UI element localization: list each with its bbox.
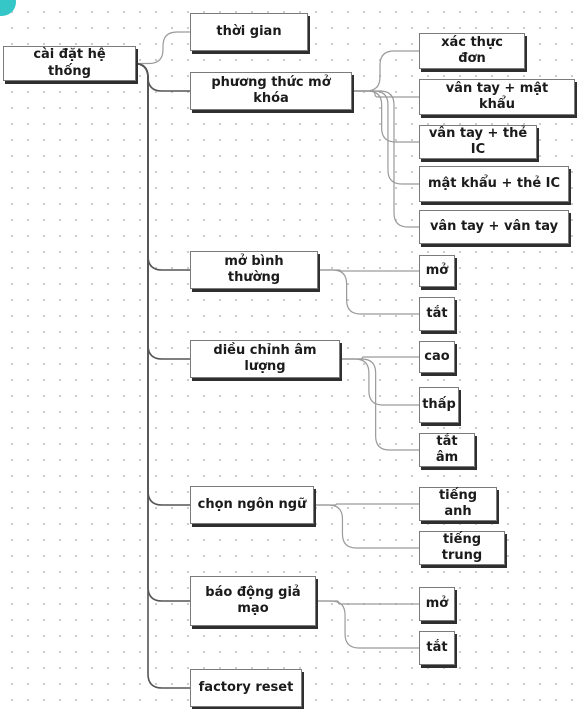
leaf-node-mat-khau-the-ic[interactable]: mật khẩu + thẻ IC (419, 166, 569, 202)
root-to-branch-connector (133, 62, 191, 689)
branch-to-leaf-connector (313, 503, 420, 506)
leaf-node-tat-bao-dong[interactable]: tắt (419, 631, 455, 665)
leaf-node-thap[interactable]: thấp (419, 387, 459, 423)
branch-node-mo-binh-thuong[interactable]: mở bình thường (190, 251, 318, 289)
leaf-node-tieng-anh[interactable]: tiếng anh (419, 487, 497, 521)
branch-node-phuong-thuc-mo-khoa[interactable]: phương thức mở khóa (190, 72, 352, 110)
root-to-branch-connector (133, 62, 191, 506)
branch-to-leaf-connector (315, 600, 420, 649)
branch-node-chon-ngon-ngu[interactable]: chọn ngôn ngữ (190, 486, 314, 524)
branch-to-leaf-connector (339, 358, 420, 406)
branch-node-dieu-chinh-am-luong[interactable]: diều chỉnh âm lượng (190, 340, 340, 378)
branch-to-leaf-connector (351, 90, 420, 143)
branch-to-leaf-connector (313, 504, 420, 549)
root-to-branch-connector (133, 62, 191, 360)
leaf-node-mo-bao-dong[interactable]: mở (419, 587, 455, 621)
root-to-branch-connector (133, 62, 191, 92)
leaf-node-tat[interactable]: tắt (419, 297, 455, 331)
root-to-branch-connector (133, 62, 191, 271)
leaf-node-tieng-trung[interactable]: tiếng trung (419, 531, 505, 565)
leaf-node-van-tay-van-tay[interactable]: vân tay + vân tay (419, 210, 569, 244)
branch-node-factory-reset[interactable]: factory reset (190, 669, 302, 707)
leaf-node-xac-thuc-don[interactable]: xác thực đơn (419, 33, 525, 69)
branch-node-bao-dong-gia-mao[interactable]: báo động giả mạo (190, 576, 316, 626)
leaf-node-mo[interactable]: mở (419, 255, 455, 287)
branch-to-leaf-connector (339, 358, 420, 451)
leaf-node-van-tay-the-ic[interactable]: vân tay + thẻ IC (419, 125, 537, 159)
branch-to-leaf-connector (351, 90, 420, 185)
branch-to-leaf-connector (351, 50, 420, 92)
leaf-node-cao[interactable]: cao (419, 341, 455, 373)
branch-to-leaf-connector (351, 90, 420, 228)
root-node[interactable]: cài đặt hệ thống (3, 46, 136, 81)
branch-to-leaf-connector (317, 269, 420, 315)
leaf-node-van-tay-mat-khau[interactable]: vân tay + mật khẩu (419, 79, 575, 115)
root-to-branch-connector (135, 31, 191, 65)
branch-node-thoi-gian[interactable]: thời gian (190, 13, 308, 51)
root-to-branch-connector (133, 62, 191, 602)
leaf-node-tat-am[interactable]: tắt âm (419, 433, 475, 467)
